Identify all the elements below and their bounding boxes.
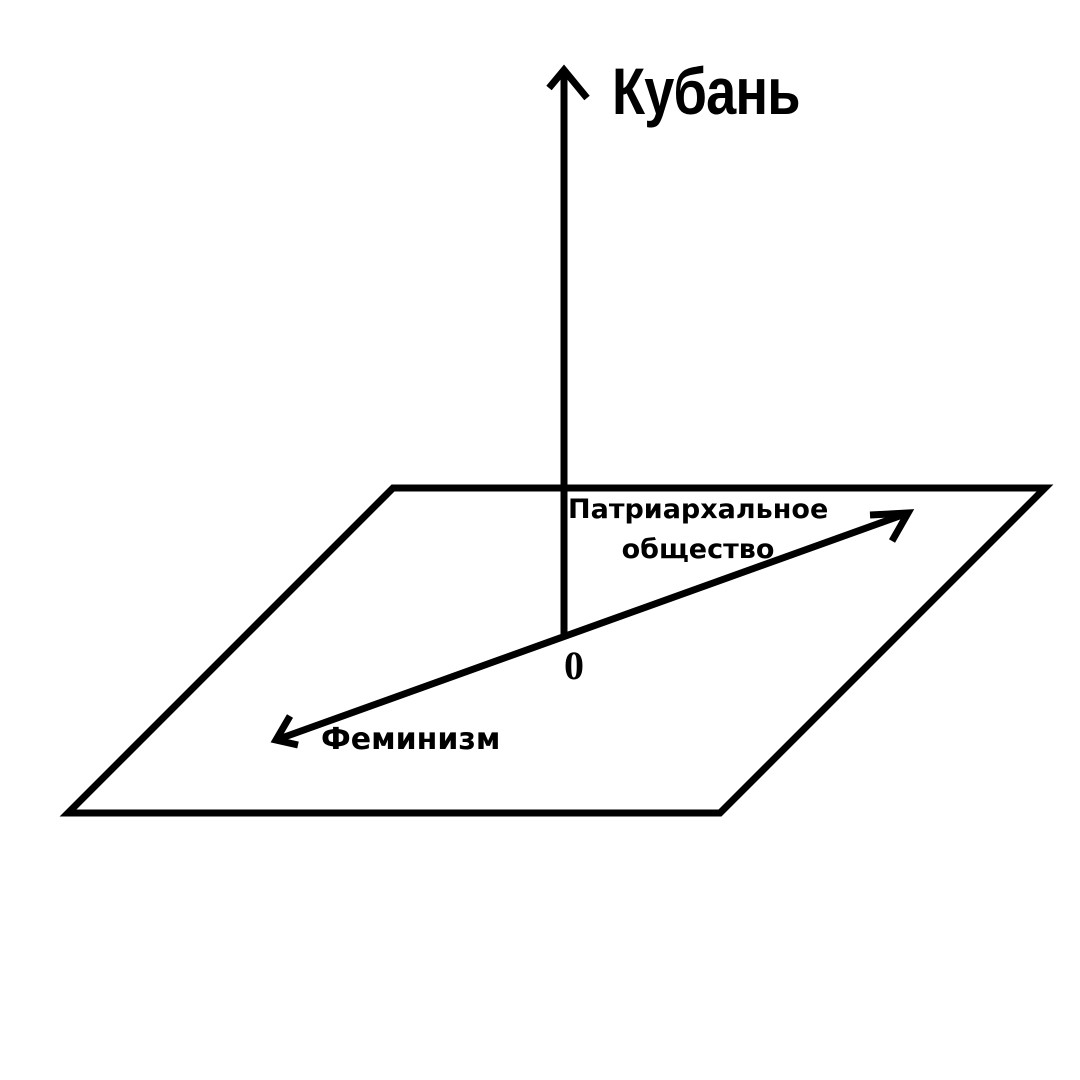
vertical-axis-label: Кубань (612, 54, 801, 128)
plane-parallelogram (59, 484, 1054, 817)
left-axis-arrowhead (270, 714, 299, 749)
right-axis-label: Патриархальное общество (568, 494, 829, 565)
diagonal-axis-line (274, 509, 910, 744)
origin-label: 0 (564, 643, 584, 688)
vertical-axis-arrowhead (546, 64, 590, 101)
left-axis-label: Феминизм (321, 722, 501, 757)
right-axis-arrowhead (869, 509, 915, 543)
